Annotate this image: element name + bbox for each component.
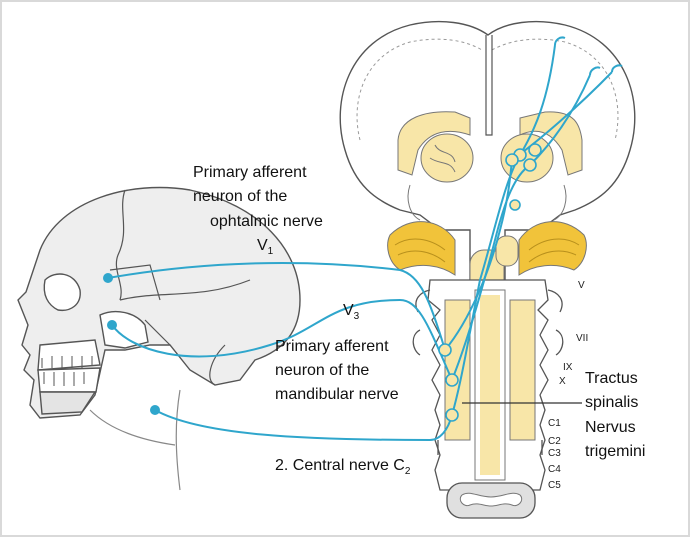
cervical-c5-label: C5 [548,480,561,491]
cervical-c3-label: C3 [548,448,561,459]
mandibular-label-line-2: neuron of the [275,362,370,379]
ophthalmic-label-line-2: neuron of the [193,188,288,205]
cervical-c2-label: C2 [548,436,561,447]
cervical-c4-label: C4 [548,464,561,475]
neck-outline [175,389,181,491]
cranial-nerve-vii-label: VII [576,333,589,344]
cranial-nerve-x-label: X [559,376,566,387]
ophthalmic-label-line-1: Primary afferent [193,164,307,181]
cervical-c1-label: C1 [548,418,561,429]
tractus-label-line-2: spinalis [585,394,639,411]
ophthalmic-label-line-3: ophtalmic nerve [210,213,323,230]
cranial-nerve-v-label: V [578,280,585,291]
v3-label: V3 [343,302,360,322]
teeth [41,356,93,386]
tractus-label-line-1: Tractus [585,370,638,387]
brainstem-drawing [412,279,564,491]
skull-sutures [109,189,251,386]
cranial-nerve-ix-label: IX [563,362,573,373]
v1-label: V1 [257,237,274,257]
chin-outline [89,409,176,446]
mandibular-label-line-3: mandibular nerve [275,386,399,403]
tractus-label-line-3: Nervus [585,419,636,436]
tractus-label-line-4: trigemini [585,443,646,460]
nerve-cell-bodies [103,273,160,415]
brain-drawing [339,20,636,311]
nuclei-synapses [438,143,542,422]
nerve-pathways [107,36,623,442]
spinal-cord-section [446,482,536,519]
mandibular-label-line-1: Primary afferent [275,338,389,355]
central-nerve-c2-label: 2. Central nerve C2 [275,457,411,477]
